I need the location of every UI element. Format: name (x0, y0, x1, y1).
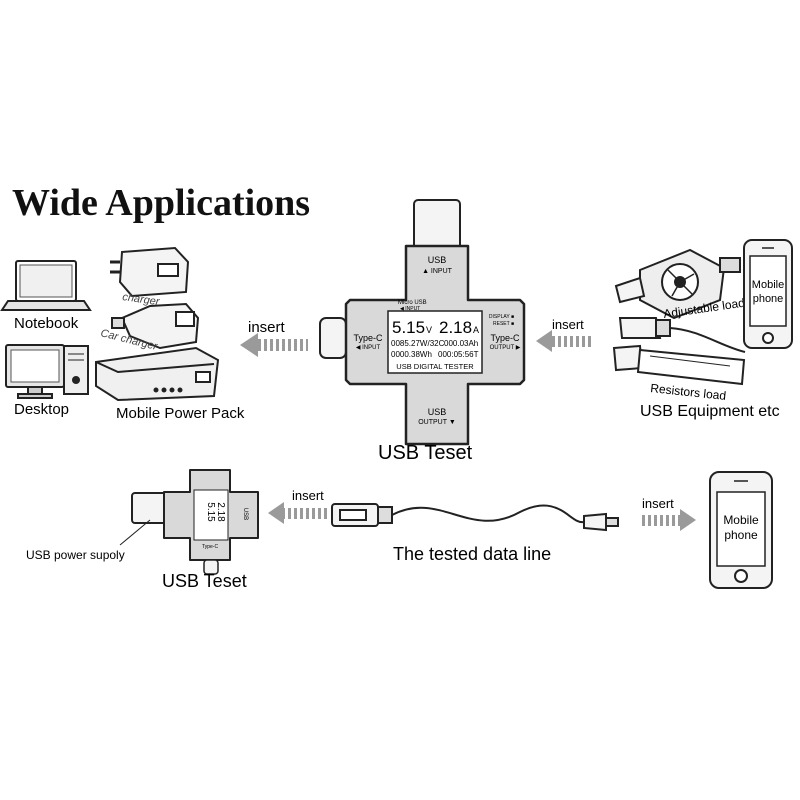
usb-tester-device: USB ▲ INPUT Micro USB ◀ INPUT DISPLAY ■ … (319, 199, 526, 446)
small-current-reading: 2.18 (215, 502, 226, 522)
power-temp-reading: 0085.27W/32C (391, 339, 445, 348)
usb-cable-connector-icon (618, 317, 746, 353)
power-pack-icon (95, 346, 220, 402)
time-reading: 000:05:56T (438, 350, 479, 359)
notebook-icon (0, 260, 92, 311)
right-insert-arrow: insert (536, 317, 592, 352)
usb-power-supply-label: USB power supoly (26, 548, 125, 562)
insert-label: insert (248, 319, 286, 336)
notebook-label: Notebook (14, 315, 79, 332)
type-c-left-input: ◀ INPUT (356, 345, 381, 351)
phone-label-line2: phone (753, 293, 784, 305)
tested-data-line-icon (331, 503, 619, 532)
bottom-right-insert-arrow: insert (640, 496, 696, 531)
usb-equipment-label: USB Equipment etc (640, 403, 780, 420)
usb-top-input: ▲ INPUT (422, 268, 453, 275)
small-usb-label: USB (242, 508, 248, 520)
capacity-reading: 000.03Ah (444, 339, 478, 348)
micro-usb-label: Micro USB (398, 300, 427, 306)
insert-label: insert (292, 488, 324, 503)
insert-label: insert (642, 496, 674, 511)
usb-bottom-output: OUTPUT ▼ (418, 419, 456, 426)
phone-label-line1: Mobile (752, 279, 784, 291)
desktop-label: Desktop (14, 401, 69, 418)
small-type-c-label: Type-C (202, 544, 219, 550)
current-reading: 2.18 (439, 318, 472, 337)
charger-label: charger (122, 291, 162, 308)
voltage-unit: V (426, 325, 432, 335)
tested-data-line-label: The tested data line (393, 544, 551, 564)
mobile-phone-icon (743, 239, 793, 349)
type-c-right-label: Type-C (490, 333, 520, 343)
current-unit: A (473, 325, 479, 335)
tester-brand: USB DIGITAL TESTER (396, 362, 474, 371)
usb-bottom-label: USB (428, 407, 447, 417)
energy-reading: 0000.38Wh (391, 350, 432, 359)
type-c-right-output: OUTPUT ▶ (490, 345, 521, 351)
insert-label: insert (552, 317, 584, 332)
bottom-tester-caption: USB Teset (162, 571, 247, 591)
page-title: Wide Applications (12, 182, 310, 224)
tester-caption: USB Teset (378, 442, 473, 464)
type-c-left-label: Type-C (353, 333, 383, 343)
left-insert-arrow: insert (240, 319, 308, 357)
display-button-label: DISPLAY ■ (489, 314, 514, 320)
voltage-reading: 5.15 (392, 318, 425, 337)
reset-button-label: RESET ■ (493, 321, 514, 327)
bottom-left-insert-arrow: insert (268, 488, 328, 524)
leader-line (119, 519, 151, 546)
small-usb-tester-device: 5.15 2.18 USB Type-C (131, 469, 259, 575)
power-pack-label: Mobile Power Pack (116, 405, 245, 422)
adjustable-load-icon (614, 248, 741, 320)
desktop-icon (5, 344, 89, 399)
resistors-load-icon (612, 344, 746, 386)
bottom-phone-label-line2: phone (724, 528, 758, 542)
micro-usb-input: ◀ INPUT (400, 306, 420, 312)
wall-charger-icon (110, 246, 190, 298)
car-charger-icon (111, 302, 200, 350)
resistors-load-label: Resistors load (650, 381, 727, 403)
usb-top-label: USB (428, 255, 447, 265)
small-voltage-reading: 5.15 (205, 502, 216, 522)
bottom-phone-label-line1: Mobile (723, 513, 759, 527)
bottom-mobile-phone-icon (709, 471, 773, 589)
